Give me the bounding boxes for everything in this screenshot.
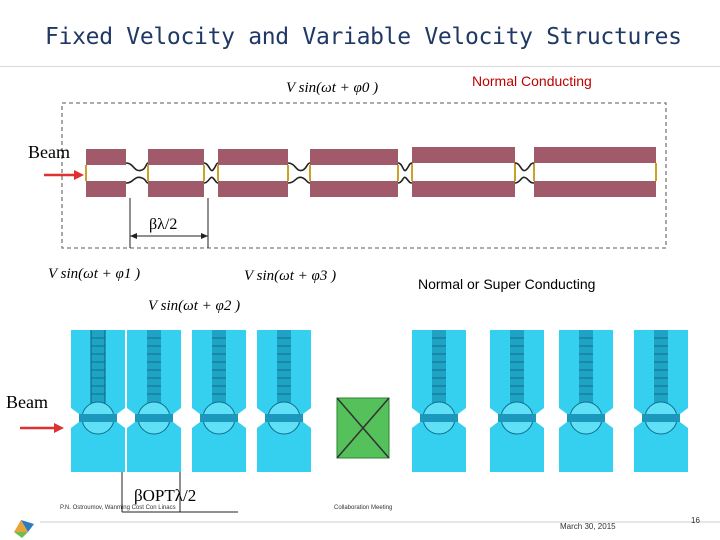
label-normal-conducting: Normal Conducting (472, 73, 592, 89)
formula-phi3: V sin(ωt + φ3 ) (244, 268, 337, 284)
cavity-4 (257, 330, 311, 472)
top-beam-arrow-head (74, 170, 84, 180)
cell-lower (534, 181, 656, 197)
bottom-beam-label: Beam (6, 392, 48, 412)
spacing-beta-lambda: βλ/2 (149, 216, 178, 233)
cavity-7 (559, 330, 613, 472)
cavity-2 (127, 330, 181, 472)
cell-upper (86, 149, 126, 165)
cell-upper (412, 147, 515, 163)
cell-upper (218, 149, 288, 165)
cell-lower (412, 181, 515, 197)
footer-logo-icon (14, 520, 34, 538)
page-number: 16 (691, 516, 700, 525)
cavity-6 (490, 330, 544, 472)
cavity-row (71, 330, 688, 472)
title-divider (0, 66, 720, 67)
cell-lower (86, 181, 126, 197)
formula-phi0: V sin(ωt + φ0 ) (286, 80, 379, 96)
disabled-cavity (336, 397, 390, 459)
cavity-1 (71, 330, 125, 472)
bottom-beam-arrow-head (54, 423, 64, 433)
cell-upper (310, 149, 398, 165)
cavity-5 (412, 330, 466, 472)
cell-lower (218, 181, 288, 197)
cell-connectors (125, 162, 535, 184)
top-structure-frame (61, 102, 667, 249)
footer-date: March 30, 2015 (560, 522, 616, 531)
cell-upper (148, 149, 204, 165)
cell-end-caps (85, 163, 657, 181)
cavity-8 (634, 330, 688, 472)
footer-meeting: Collaboration Meeting (334, 505, 393, 511)
footer-author: P.N. Ostroumov, Wanming Cost Con Linacs (60, 505, 176, 511)
label-normal-or-super: Normal or Super Conducting (418, 276, 596, 292)
cavity-3 (192, 330, 246, 472)
slide-title: Fixed Velocity and Variable Velocity Str… (45, 24, 682, 50)
top-cells (86, 147, 656, 197)
formula-phi1: V sin(ωt + φ1 ) (48, 266, 141, 282)
cell-lower (310, 181, 398, 197)
formula-phi2: V sin(ωt + φ2 ) (148, 298, 241, 314)
spacing-beta-opt-lambda: βOPTλ/2 (134, 486, 197, 505)
cell-upper (534, 147, 656, 163)
cell-lower (148, 181, 204, 197)
top-beam-label: Beam (28, 142, 70, 162)
